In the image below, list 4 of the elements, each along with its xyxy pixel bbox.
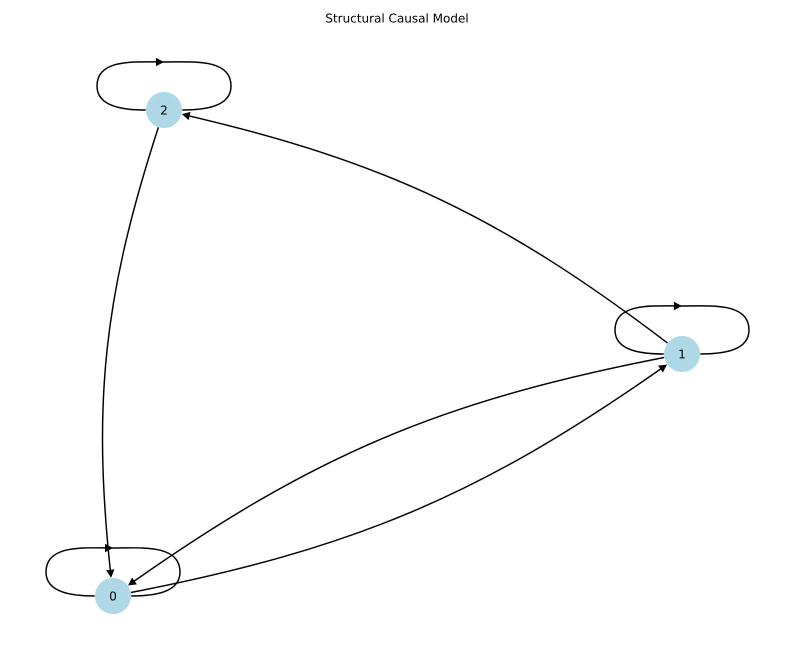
arrow xyxy=(614,302,750,355)
chart-title: Structural Causal Model xyxy=(326,13,468,23)
arrow xyxy=(45,544,181,597)
arrow xyxy=(96,58,232,111)
